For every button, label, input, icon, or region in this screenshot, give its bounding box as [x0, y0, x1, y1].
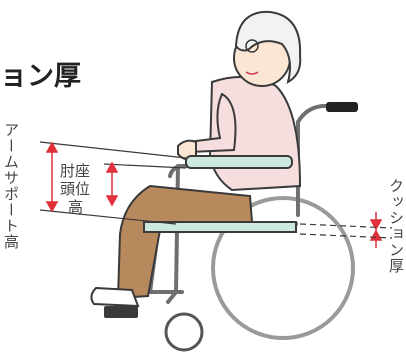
elbow-height-label-line1: 肘座 [60, 162, 91, 180]
cushion-thickness-lines [299, 223, 393, 239]
pants [116, 184, 254, 300]
elbow-height-label-line3: 高 [68, 198, 84, 216]
dimension-arrows [45, 141, 383, 248]
armrest-pad [185, 155, 293, 169]
cushion-thickness-label: クッション厚 [387, 178, 405, 274]
armrest-height-lines [39, 141, 187, 225]
shoe [90, 286, 140, 308]
caster-wheel [164, 312, 204, 352]
armrest-height-label: アームサポート高 [2, 122, 20, 250]
seat-cushion [143, 221, 297, 233]
elbow-height-label-line2: 頭位 [60, 180, 91, 198]
push-handle [326, 102, 358, 112]
footrest [104, 306, 138, 318]
head [233, 10, 302, 87]
rear-wheel [211, 196, 355, 340]
partial-heading: ョン厚 [0, 61, 81, 92]
